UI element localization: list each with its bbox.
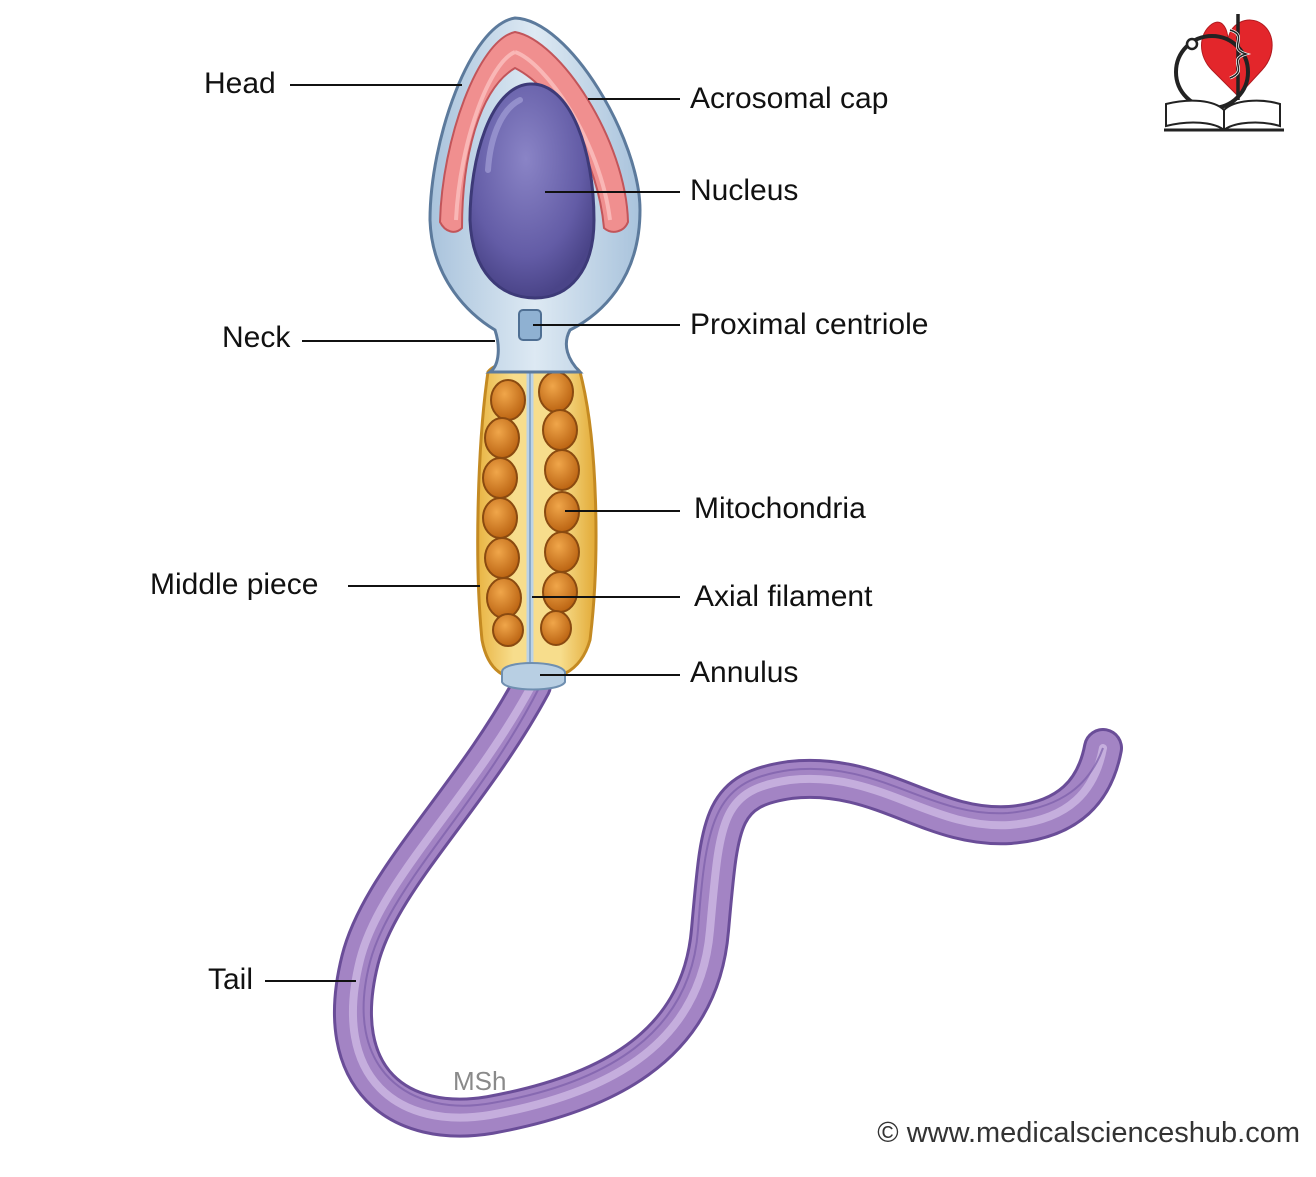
acrosomal-cap [438, 30, 630, 233]
mitochondria [482, 371, 580, 647]
label-acrosomal-cap: Acrosomal cap [690, 82, 889, 115]
label-head: Head [204, 67, 276, 100]
label-annulus: Annulus [690, 656, 799, 689]
label-neck: Neck [222, 321, 291, 354]
label-tail: Tail [208, 963, 254, 996]
leader-lines [265, 84, 680, 982]
medical-logo-icon [1164, 14, 1284, 132]
head [428, 16, 642, 374]
copyright-text: © www.medicalscienceshub.com [877, 1117, 1300, 1149]
label-proximal-centriole: Proximal centriole [690, 308, 929, 341]
nucleus [468, 82, 596, 300]
tail [332, 665, 1123, 1138]
label-middle-piece: Middle piece [150, 568, 319, 601]
artist-signature: MSh [453, 1066, 507, 1096]
label-mitochondria: Mitochondria [694, 492, 866, 525]
annulus [501, 662, 566, 691]
label-axial-filament: Axial filament [694, 580, 873, 613]
label-nucleus: Nucleus [690, 174, 799, 207]
